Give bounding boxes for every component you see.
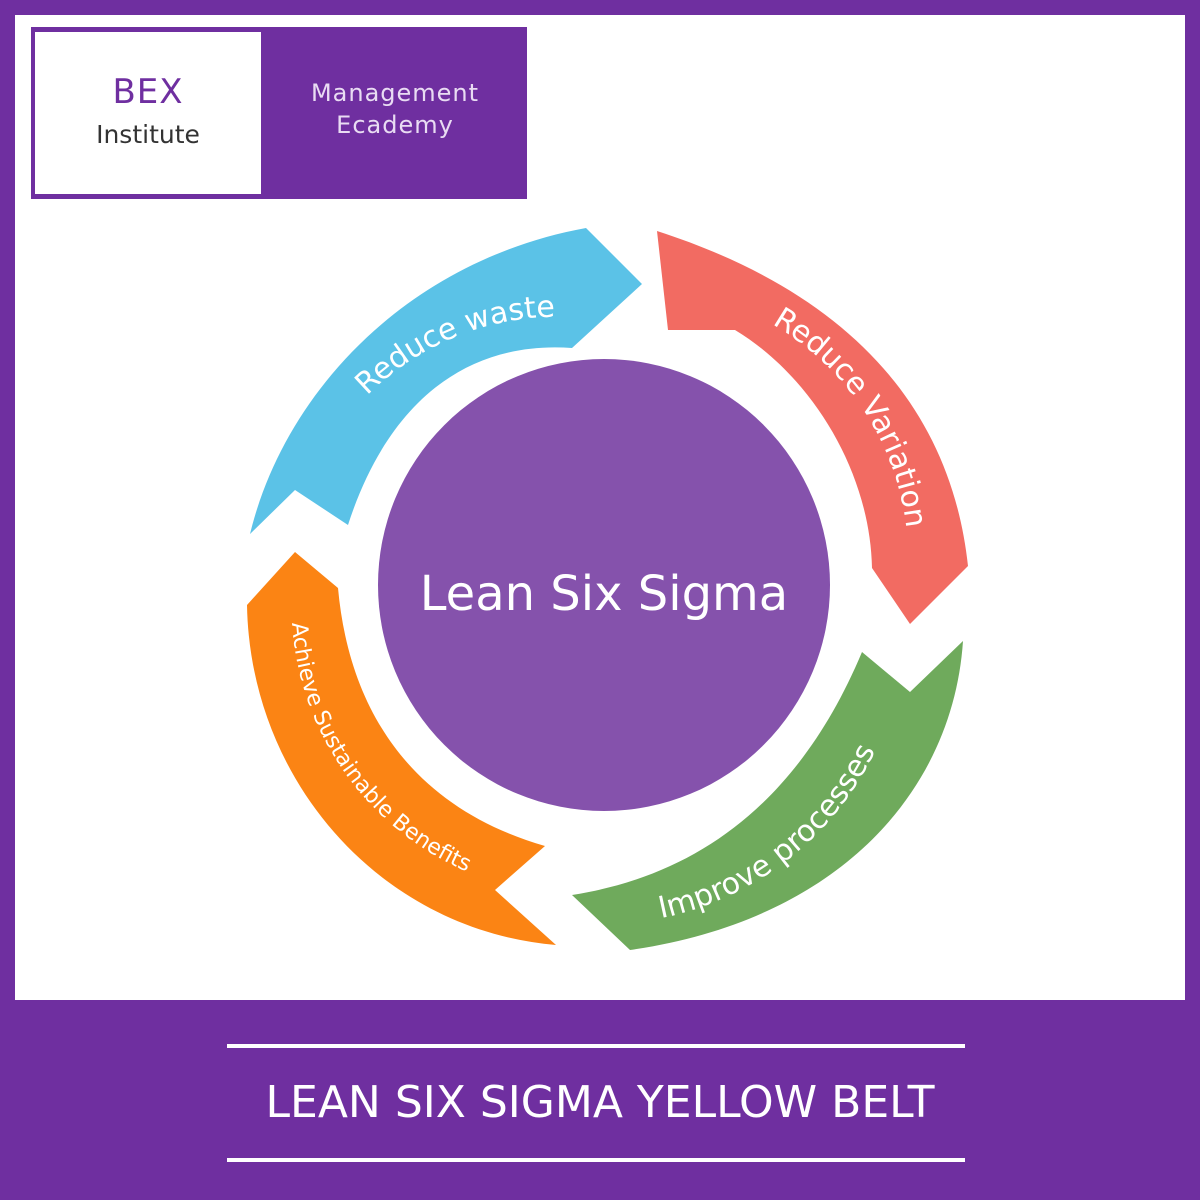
- logo-institute-text: Institute: [96, 120, 200, 149]
- footer-divider-top: [227, 1044, 965, 1048]
- logo-name-panel: BEX Institute: [35, 32, 261, 194]
- logo-tagline-line1: Management: [310, 79, 480, 107]
- logo-tagline-line2: Ecademy: [336, 111, 454, 139]
- logo-tagline: Management Ecademy: [263, 77, 527, 141]
- arrow-reduce-variation: [657, 231, 968, 624]
- logo-bex-text: BEX: [112, 72, 184, 112]
- logo: BEX Institute Management Ecademy: [31, 27, 527, 199]
- arrow-achieve-benefits: [247, 552, 556, 945]
- arrow-reduce-waste: [250, 228, 642, 534]
- center-circle: [378, 359, 830, 811]
- center-label: Lean Six Sigma: [420, 566, 788, 622]
- footer-divider-bottom: [227, 1158, 965, 1162]
- arrow-improve-processes: [572, 641, 963, 950]
- footer-title: LEAN SIX SIGMA YELLOW BELT: [265, 1077, 935, 1128]
